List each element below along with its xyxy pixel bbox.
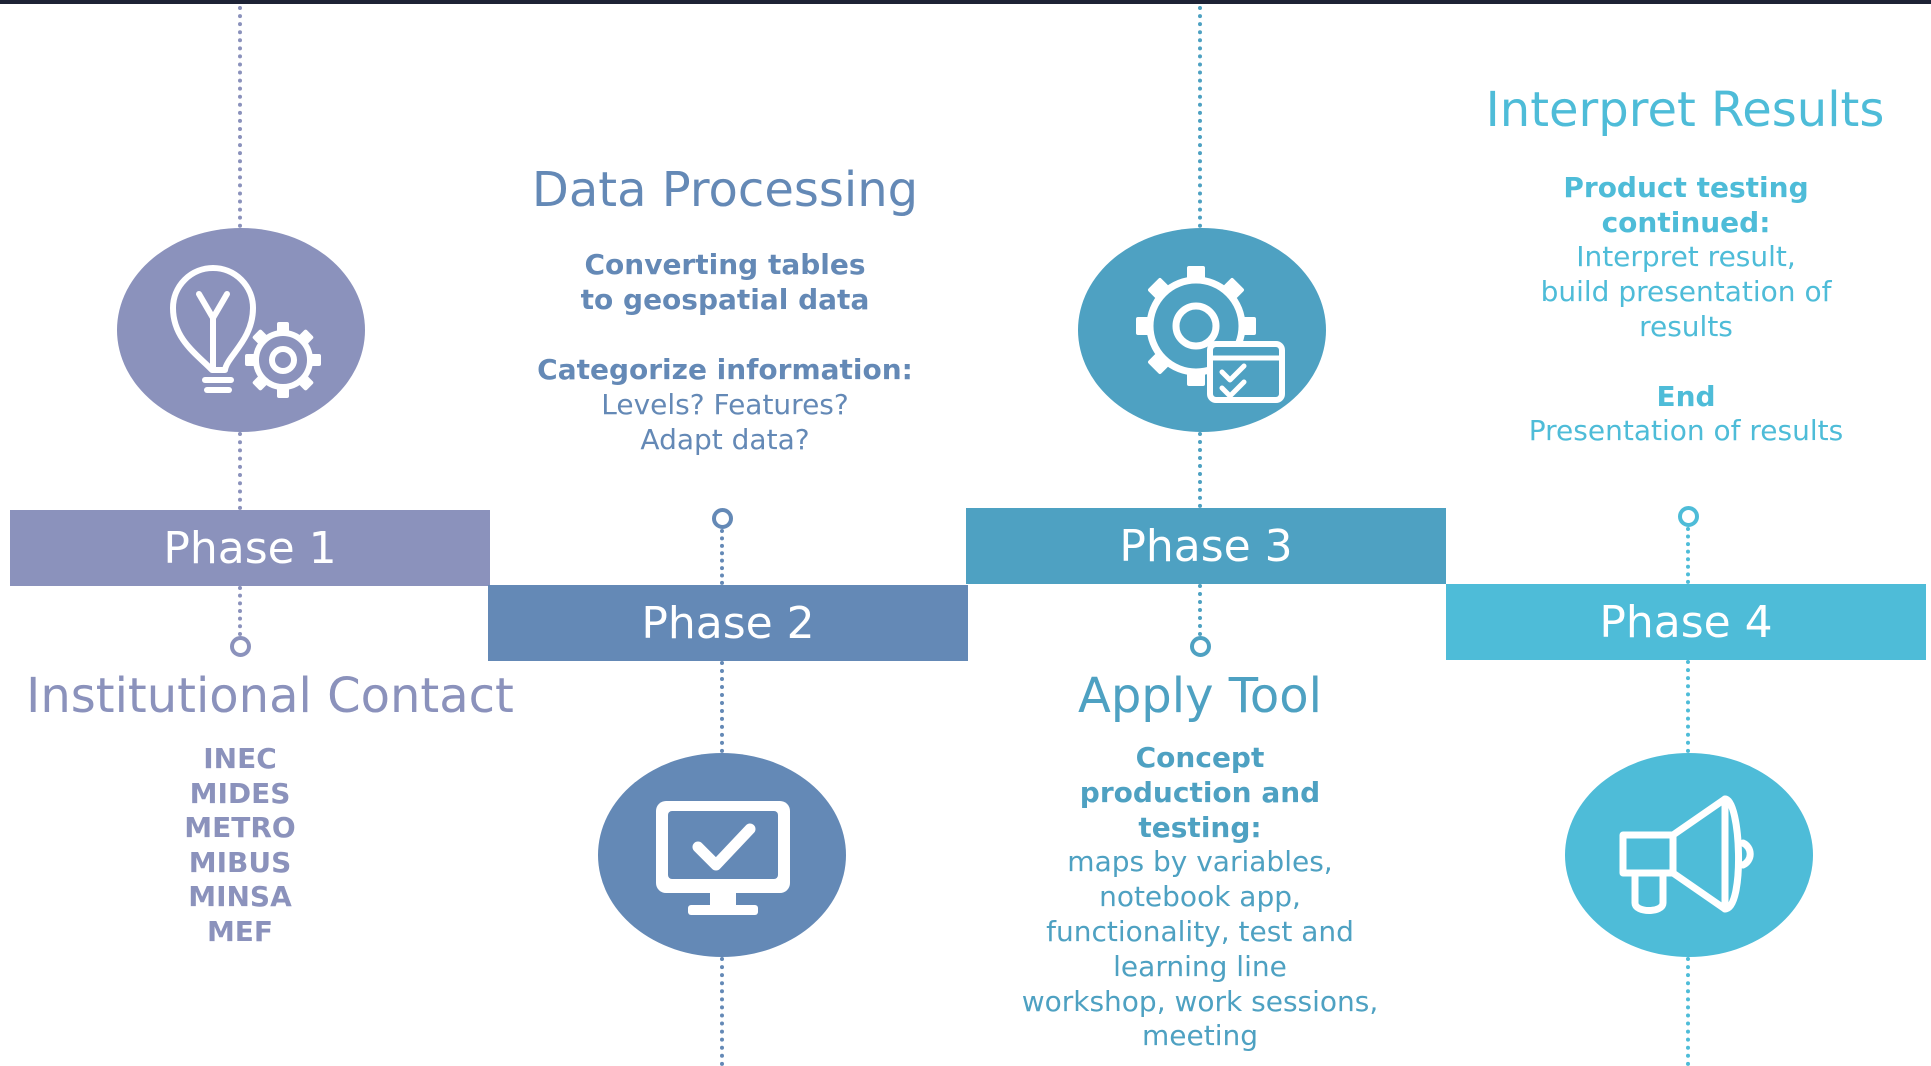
phase4-connector-top: [1686, 527, 1690, 584]
agency-item: METRO: [184, 811, 296, 844]
phase1-connector-bottom: [238, 586, 242, 636]
phase1-title: Institutional Contact: [26, 668, 514, 724]
phase3-line: meeting: [1141, 1019, 1258, 1053]
phase4-connector-bottom: [1686, 957, 1690, 1066]
phase4-connector-mid: [1686, 660, 1690, 753]
phase2-text-2: Adapt data?: [640, 423, 810, 456]
lightbulb-gear-icon: [170, 265, 321, 398]
phase3-line: learning line: [1113, 949, 1287, 983]
phase1-connector-mid: [238, 432, 242, 510]
phase4-bold-1: Product testing continued:: [1563, 171, 1809, 239]
phase2-bold-2: Categorize information:: [537, 353, 913, 386]
phase3-line: notebook app,: [1099, 880, 1301, 914]
phase3-line: workshop, work sessions,: [1021, 984, 1379, 1018]
phase3-connector-mid: [1198, 432, 1202, 508]
phase2-connector-mid: [720, 661, 724, 753]
phase3-line: maps by variables,: [1067, 845, 1333, 879]
phase3-title: Apply Tool: [1077, 668, 1322, 724]
phase1-agency-list: INEC MIDES METRO MIBUS MINSA MEF: [140, 742, 340, 949]
phase2-bold-1: Converting tables to geospatial data: [580, 248, 870, 316]
phase2-text-1: Levels? Features?: [601, 388, 849, 421]
phase4-band: Phase 4: [1446, 584, 1926, 660]
phase4-line: build presentation of: [1540, 275, 1832, 309]
phase1-icon-circle: [117, 228, 365, 432]
phase1-band: Phase 1: [10, 510, 490, 586]
top-border: [0, 0, 1931, 4]
phase4-description: Product testing continued: Interpret res…: [1506, 171, 1866, 449]
agency-item: MIDES: [189, 776, 291, 810]
phase4-text-2: Presentation of results: [1528, 414, 1844, 448]
phase4-bold-2: End: [1656, 379, 1716, 413]
phase1-node: [230, 636, 251, 657]
phase3-icon-circle: [1078, 228, 1326, 432]
phase2-band-label: Phase 2: [641, 597, 815, 649]
phase4-band-label: Phase 4: [1599, 596, 1773, 648]
phase2-description: Converting tables to geospatial data Cat…: [520, 247, 930, 457]
phase1-band-label: Phase 1: [163, 522, 337, 574]
megaphone-icon: [1619, 795, 1754, 914]
agency-item: MEF: [206, 914, 274, 948]
monitor-check-icon: [656, 801, 790, 915]
phase2-title: Data Processing: [531, 162, 919, 218]
phase4-line: results: [1639, 309, 1733, 343]
phase3-bold-1: Concept production and testing:: [1079, 741, 1321, 844]
phase3-connector-top: [1198, 6, 1202, 228]
agency-item: INEC: [203, 742, 277, 775]
agency-item: MINSA: [188, 880, 292, 913]
agency-item: MIBUS: [188, 845, 292, 879]
phase3-node: [1190, 636, 1211, 657]
phase2-icon-circle: [598, 753, 846, 957]
phase4-title: Interpret Results: [1485, 82, 1885, 138]
phase3-connector-bottom: [1198, 584, 1202, 636]
phase2-band: Phase 2: [488, 585, 968, 661]
phase3-line: functionality, test and: [1046, 914, 1354, 948]
gear-checklist-icon: [1136, 266, 1285, 403]
phase4-node: [1678, 506, 1699, 527]
phase2-connector-top: [720, 529, 724, 585]
phase3-band: Phase 3: [966, 508, 1446, 584]
phase2-connector-bottom: [720, 957, 724, 1066]
phase4-icon-circle: [1565, 753, 1813, 957]
phase4-line: Interpret result,: [1576, 240, 1796, 274]
phase3-description: Concept production and testing: maps by …: [1010, 741, 1390, 1054]
phase1-connector-top: [238, 6, 242, 228]
phase2-node: [712, 508, 733, 529]
phase3-band-label: Phase 3: [1119, 520, 1293, 572]
